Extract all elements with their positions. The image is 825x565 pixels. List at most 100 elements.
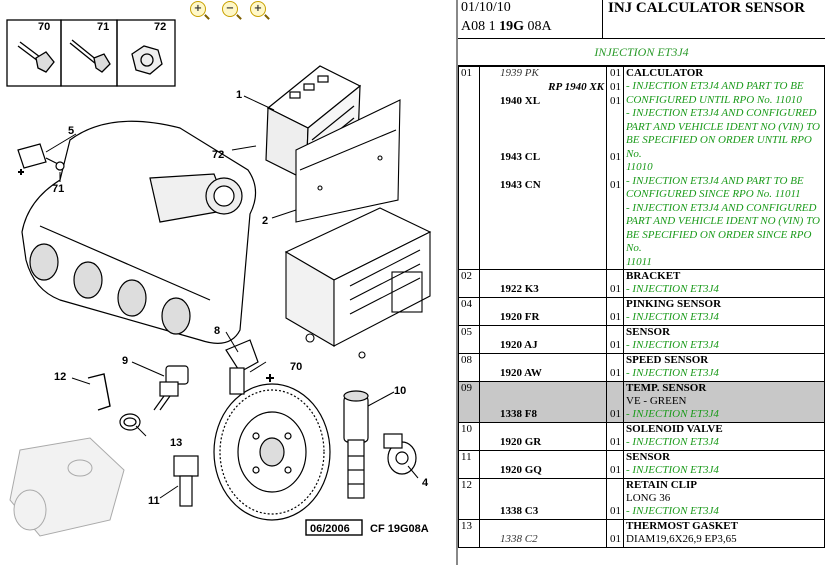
header-meta: 01/10/10 A08 1 19G 08A bbox=[458, 0, 603, 38]
row-description: SENSOR- INJECTION ET3J4 bbox=[623, 325, 825, 354]
part-label: 11 bbox=[148, 495, 160, 507]
leader-lines bbox=[45, 95, 419, 499]
application-note: - INJECTION ET3J4 bbox=[626, 367, 719, 379]
header-title: INJ CALCULATOR SENSOR bbox=[608, 0, 805, 16]
zoom-out-icon[interactable]: − bbox=[222, 1, 242, 20]
row-quantity: 01 bbox=[606, 450, 624, 479]
footer-date: 06/2006 bbox=[310, 523, 350, 535]
row-reference: 1338 C3 bbox=[479, 478, 607, 520]
zoom-in-icon[interactable]: + bbox=[190, 1, 210, 20]
intake-manifold bbox=[21, 120, 257, 344]
part-quantity bbox=[607, 137, 621, 151]
row-description: PINKING SENSOR- INJECTION ET3J4 bbox=[623, 297, 825, 326]
part-quantity: 01 bbox=[610, 464, 621, 476]
row-index: 04 bbox=[458, 297, 480, 326]
row-index: 01 bbox=[458, 66, 480, 270]
part-name: CALCULATOR bbox=[626, 67, 704, 79]
row-reference: 1922 K3 bbox=[479, 269, 607, 298]
row-reference: 1338 F8 bbox=[479, 381, 607, 423]
row-quantity: 01 bbox=[606, 325, 624, 354]
zoom-pan-icon[interactable]: + bbox=[250, 1, 270, 20]
application-note: - INJECTION ET3J4 bbox=[626, 464, 719, 476]
part-reference: 1939 PK bbox=[500, 67, 539, 79]
part-quantity: 01 bbox=[610, 283, 621, 295]
application-note: - INJECTION ET3J4 bbox=[626, 283, 719, 295]
retain-clip bbox=[87, 373, 111, 411]
application-note: CONFIGURED SINCE RPO No. 11011 bbox=[626, 188, 801, 200]
part-quantity: 01 bbox=[610, 311, 621, 323]
part-name: SPEED SENSOR bbox=[626, 354, 709, 366]
row-reference: 1920 AW bbox=[479, 353, 607, 382]
thermost-gasket bbox=[119, 413, 141, 431]
temp-sensor bbox=[153, 365, 189, 411]
part-reference: 1920 AW bbox=[500, 367, 542, 379]
part-label: 10 bbox=[394, 385, 406, 397]
row-quantity: 01 bbox=[606, 478, 624, 520]
part-quantity: 01 bbox=[610, 81, 621, 93]
part-label: 71 bbox=[97, 21, 109, 33]
application-note: - INJECTION ET3J4 bbox=[626, 436, 719, 448]
application-note: CONFIGURED UNTIL RPO No. 11010 bbox=[626, 93, 802, 106]
row-quantity: 01 bbox=[606, 353, 624, 382]
row-description: BRACKET- INJECTION ET3J4 bbox=[623, 269, 825, 298]
part-label: 4 bbox=[422, 477, 429, 489]
sensor-11 bbox=[173, 455, 199, 507]
part-quantity: 01 bbox=[610, 179, 621, 191]
fastener-boxes bbox=[6, 19, 176, 87]
exploded-parts-diagram: 70 71 72 bbox=[6, 19, 432, 537]
application-note: - INJECTION ET3J4 AND PART TO BE bbox=[626, 174, 804, 187]
application-note: - INJECTION ET3J4 bbox=[626, 311, 719, 323]
pane-divider[interactable] bbox=[456, 0, 458, 565]
part-name: SOLENOID VALVE bbox=[626, 423, 723, 435]
part-quantity bbox=[607, 109, 621, 123]
part-name: PINKING SENSOR bbox=[626, 298, 722, 310]
part-quantity: 01 bbox=[610, 505, 621, 517]
part-label: 12 bbox=[54, 371, 66, 383]
part-quantity: 01 bbox=[610, 67, 621, 79]
diagram-pane: + − + 70 71 72 bbox=[6, 1, 432, 537]
row-index: 02 bbox=[458, 269, 480, 298]
header-date: 01/10/10 bbox=[461, 0, 511, 15]
part-reference bbox=[480, 165, 606, 179]
part-spec: LONG 36 bbox=[626, 492, 671, 504]
row-description: CALCULATOR - INJECTION ET3J4 AND PART TO … bbox=[623, 66, 825, 270]
part-spec: VE - GREEN bbox=[626, 395, 687, 407]
part-name: SENSOR bbox=[626, 451, 671, 463]
row-reference: 1920 AJ bbox=[479, 325, 607, 354]
row-quantity: 01 bbox=[606, 422, 624, 451]
row-reference: 1338 C2 bbox=[479, 519, 607, 548]
part-name: RETAIN CLIP bbox=[626, 479, 698, 491]
part-reference: 1920 GQ bbox=[500, 464, 542, 476]
row-reference: 1920 GQ bbox=[479, 450, 607, 479]
row-quantity: 01 bbox=[606, 269, 624, 298]
part-label: 72 bbox=[212, 149, 224, 161]
application-note: - INJECTION ET3J4 bbox=[626, 339, 719, 351]
part-name: SENSOR bbox=[626, 326, 671, 338]
sensor-5 bbox=[17, 143, 65, 175]
part-reference: 1940 XL bbox=[500, 95, 541, 107]
row-reference: 1920 GR bbox=[479, 422, 607, 451]
section-subheader: INJECTION ET3J4 bbox=[458, 39, 825, 66]
part-label: 1 bbox=[236, 89, 242, 101]
footer-ref: CF 19G08A bbox=[370, 523, 429, 535]
row-index: 12 bbox=[458, 478, 480, 520]
row-index: 13 bbox=[458, 519, 480, 548]
part-reference bbox=[480, 123, 606, 137]
part-reference: 1338 F8 bbox=[500, 408, 537, 420]
part-reference: 1920 AJ bbox=[500, 339, 538, 351]
battery-tray bbox=[284, 207, 432, 359]
